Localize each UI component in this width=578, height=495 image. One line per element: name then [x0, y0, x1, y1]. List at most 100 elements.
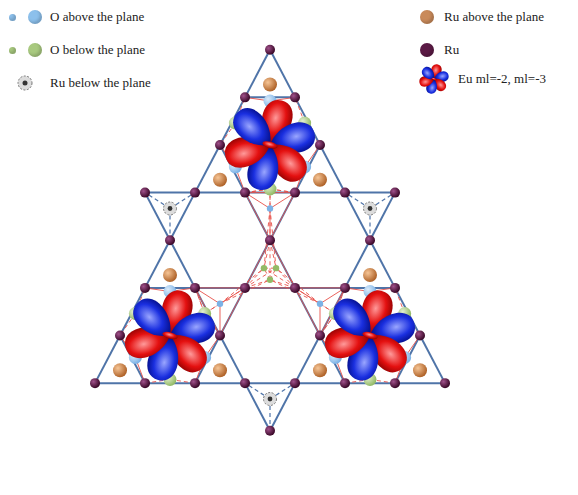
ru-atom [440, 378, 450, 388]
legend-label: Eu ml=-2, ml=-3 [458, 71, 546, 87]
legend-symbol [412, 62, 456, 96]
ru-atom [415, 331, 425, 341]
ru-below-core [268, 397, 273, 402]
ru-ru-bond [370, 193, 395, 241]
ru-ru-bond [145, 193, 170, 241]
ru-atom [240, 283, 250, 293]
ru-atom [165, 235, 175, 245]
ru-below-atom [164, 202, 177, 215]
legend-symbol [6, 73, 46, 93]
ru-o-bond [270, 193, 295, 241]
ru-below-core [368, 206, 373, 211]
ru-above-atom [213, 173, 227, 187]
orbital-ring [431, 77, 436, 80]
o-atom-small [261, 265, 267, 271]
ru-o-bond [245, 193, 270, 241]
legend-sample [6, 10, 50, 24]
orbital-lobe [127, 292, 181, 346]
orbital-lobe [420, 65, 438, 83]
ru-atom [265, 235, 275, 245]
o-atom-small [267, 205, 273, 211]
ru-o-bond [270, 189, 271, 240]
ru-o-bond [270, 240, 271, 279]
ru-ru-bond [395, 382, 445, 384]
ru-ru-bond [245, 382, 295, 384]
ru-atom [265, 45, 275, 55]
ru-atom [115, 331, 125, 341]
ru-atom [140, 378, 150, 388]
ru-ru-bond [195, 382, 245, 384]
ru-atom [190, 283, 200, 293]
ru-ru-bond [245, 383, 270, 431]
ru-below-core [168, 206, 173, 211]
legend-sample [6, 43, 50, 57]
ru-ru-bond [345, 193, 370, 241]
o-atom-small [317, 301, 323, 307]
ru-o-bond [270, 280, 320, 304]
ru-atom [265, 426, 275, 436]
ru-above-atom [163, 268, 177, 282]
ru-atom [190, 378, 200, 388]
ru-above-atom [263, 77, 277, 91]
legend-label: Ru above the plane [444, 9, 544, 25]
ru-atom [340, 188, 350, 198]
ru-atom [390, 283, 400, 293]
ru-atom [365, 235, 375, 245]
ru-below-core [23, 81, 28, 86]
legend-label: O below the plane [50, 42, 145, 58]
ru-atom [140, 283, 150, 293]
eu-orbitals [112, 88, 427, 392]
ru-o-bond [220, 268, 264, 304]
ru-atom [390, 188, 400, 198]
legend-sample [6, 73, 50, 93]
ru-o-bond [220, 280, 270, 304]
ru-atom [240, 188, 250, 198]
ru-ru-bond [245, 193, 270, 241]
tetrahedra [145, 193, 395, 431]
ru-ru-bond [295, 192, 345, 194]
ru-atom [290, 188, 300, 198]
ru-o-bond [220, 288, 245, 336]
ru-o-bond [205, 288, 245, 314]
ru-above-atom [313, 173, 327, 187]
ru-ru-bond [295, 287, 345, 289]
ru-below-atom [264, 393, 277, 406]
ru-above-atom [413, 363, 427, 377]
ru-atom [315, 331, 325, 341]
legend-swatch [28, 10, 42, 24]
ru-o-bond [295, 287, 345, 288]
ru-atom [290, 378, 300, 388]
orbital-ring [162, 330, 179, 340]
legend-item: O above the plane [6, 4, 144, 30]
o-atom-small [217, 301, 223, 307]
legend-swatch [9, 14, 16, 21]
ru-atoms [90, 45, 450, 436]
legend-sample [412, 62, 458, 96]
ru-atom [240, 378, 250, 388]
legend-swatch [420, 10, 434, 24]
ru-atom [290, 283, 300, 293]
ru-ru-bond [295, 382, 345, 384]
ru-ru-bond [270, 383, 295, 431]
ru-atom [90, 378, 100, 388]
ru-atom [215, 331, 225, 341]
legend-swatch [28, 43, 42, 57]
ru-ru-bond [295, 288, 320, 336]
ru-o-bond [295, 288, 320, 336]
ru-atom [340, 378, 350, 388]
ru-ru-bond [345, 192, 395, 194]
f-orbital [112, 279, 227, 392]
legend-label: Ru [444, 42, 459, 58]
orbital-ring [362, 330, 379, 340]
ru-below-atom [364, 202, 377, 215]
ru-o-bond [276, 268, 320, 304]
legend-item: Ru [418, 37, 459, 63]
ru-ru-bond [220, 288, 245, 336]
o-atom-small [267, 277, 273, 283]
ru-ru-bond [170, 193, 195, 241]
ru-o-bond [295, 288, 335, 314]
ru-above-atom [213, 363, 227, 377]
o-atom-small [273, 265, 279, 271]
